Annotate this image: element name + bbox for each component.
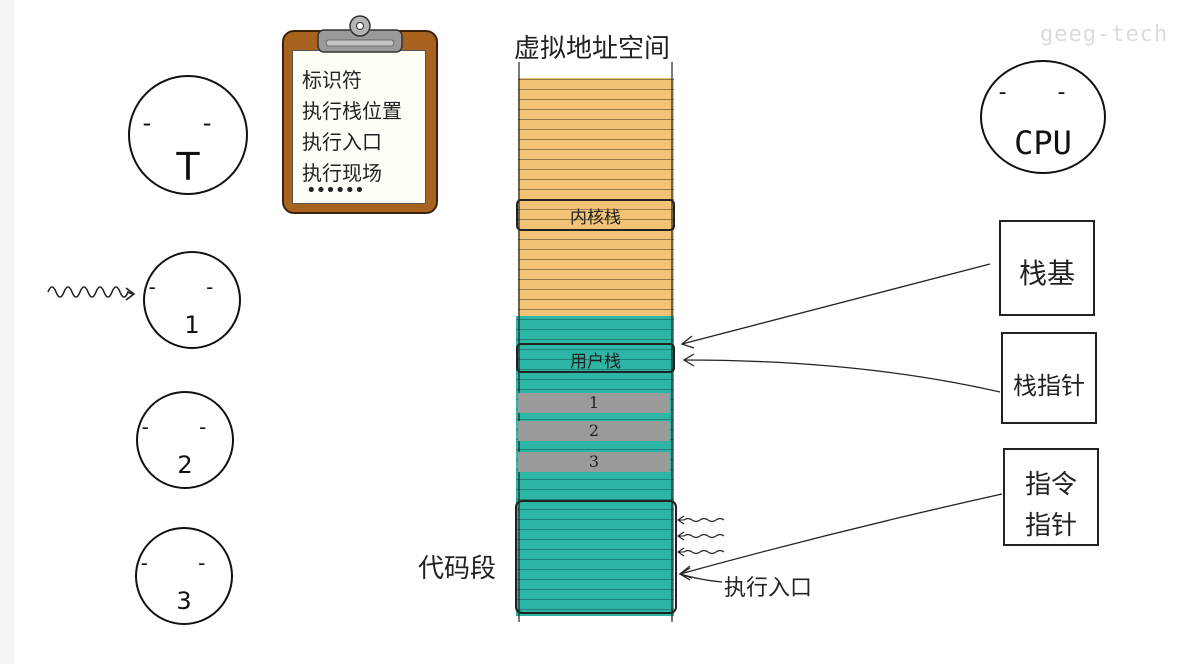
stack-pointer-arrow-head (682, 353, 695, 367)
left-edge-strip (0, 0, 14, 664)
stack-pointer-register-label: 栈指针 (1013, 372, 1085, 400)
thread-main-label: T (176, 145, 200, 189)
squiggle-arrow-icon (47, 286, 133, 298)
cpu-label: CPU (1014, 124, 1072, 162)
instruction-pointer-register: 指令 指针 (1003, 448, 1099, 546)
clipboard-line-context: 执行现场 (302, 161, 382, 185)
clipboard-line-entry: 执行入口 (302, 130, 382, 154)
entry-arrow-head (678, 567, 691, 581)
watermark: geeg-tech (1040, 22, 1169, 47)
clipboard-line-stack-location: 执行栈位置 (302, 99, 402, 123)
kernel-region-lines (518, 78, 674, 316)
entry-arrow-line (679, 573, 723, 583)
instruction-pointer-register-label-2: 指针 (1024, 511, 1077, 541)
thread-2-face: - - 2 (136, 391, 234, 489)
thread-1-face: - - 1 (143, 251, 241, 349)
stack-frame-1-label: 1 (588, 393, 600, 412)
code-wiggle-arrow-1 (678, 517, 725, 523)
thread-3-face: - - 3 (135, 527, 233, 625)
virtual-address-space-title: 虚拟地址空间 (514, 34, 671, 64)
kernel-stack-box (516, 199, 675, 231)
cpu-eyes: - - (998, 80, 1088, 105)
entry-point-label: 执行入口 (724, 576, 813, 601)
user-stack-box (516, 343, 675, 373)
instruction-pointer-arrow-line (679, 493, 1003, 575)
user-stack-label: 用户栈 (570, 352, 621, 372)
thread-1-eyes: - - (148, 275, 236, 299)
code-segment-label: 代码段 (418, 554, 497, 584)
code-wiggle-arrow-3 (678, 549, 725, 555)
stack-frame-2-label: 2 (588, 421, 600, 440)
thread-2-label: 2 (177, 451, 193, 479)
code-segment-box (515, 500, 677, 614)
kernel-stack-label: 内核栈 (570, 208, 621, 228)
instruction-pointer-register-label-1: 指令 (1024, 470, 1077, 500)
thread-3-label: 3 (176, 587, 192, 615)
thread-1-label: 1 (184, 311, 200, 339)
stack-base-register-label: 栈基 (1018, 257, 1075, 290)
squiggle-arrow-head (125, 287, 136, 301)
stack-base-arrow-line (681, 263, 991, 345)
thread-3-eyes: - - (140, 551, 228, 575)
thread-main-eyes: - - (142, 109, 234, 137)
stack-frame-1-bar (518, 393, 670, 413)
thread-2-eyes: - - (141, 415, 229, 439)
stack-base-arrow-head (680, 335, 695, 349)
thread-main-face: - - T (128, 75, 248, 195)
clipboard-clip-icon (317, 15, 403, 53)
stack-pointer-register: 栈指针 (1001, 332, 1097, 424)
clipboard-line-identifier: 标识符 (302, 68, 362, 92)
stack-pointer-arrow-line (683, 359, 1001, 393)
stack-frame-3-bar (518, 452, 670, 472)
code-wiggle-arrow-2 (678, 533, 725, 539)
clipboard-more-dots: •••••• (306, 180, 365, 201)
clipboard-paper (292, 50, 426, 204)
cpu-face: - - CPU (980, 60, 1106, 174)
stack-frame-3-label: 3 (588, 452, 600, 471)
stack-frame-2-bar (518, 421, 670, 441)
stack-base-register: 栈基 (999, 220, 1095, 316)
